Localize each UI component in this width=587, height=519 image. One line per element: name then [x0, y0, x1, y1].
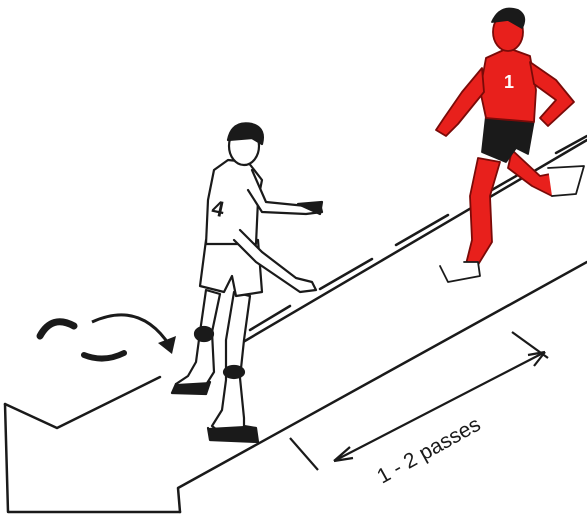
distance-label: 1 - 2 passes: [373, 413, 484, 489]
svg-text:1: 1: [504, 72, 514, 92]
lane-center-line: [250, 136, 587, 330]
curved-movement-arrow-icon: [40, 315, 176, 359]
ball-handler-figure: 4: [172, 123, 322, 442]
running-defender-figure: 1: [436, 9, 584, 283]
floor-arrow-icon: [5, 140, 587, 512]
